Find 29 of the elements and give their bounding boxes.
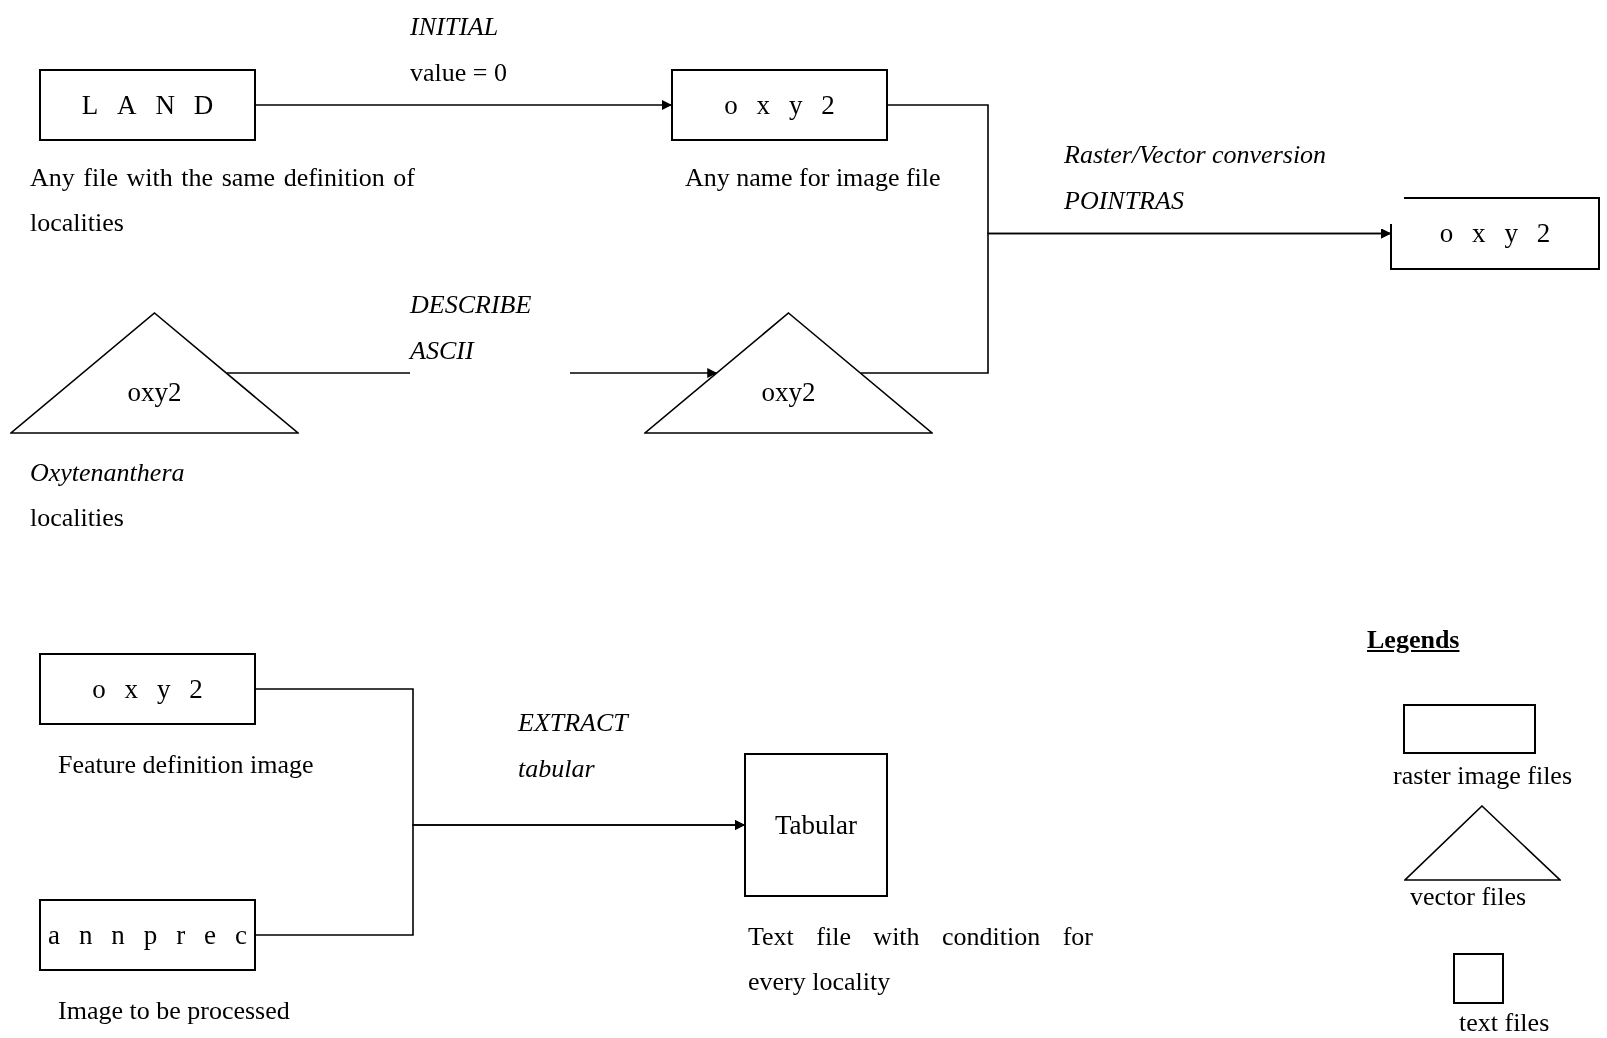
legend-title: Legends <box>1367 624 1460 656</box>
raster-file-box <box>671 69 888 141</box>
file-name: LAND <box>80 88 233 122</box>
legend-text: text files <box>1459 1007 1550 1038</box>
file-description: Any file with the same definition of localities <box>30 162 415 239</box>
file-description: Any name for image file <box>685 162 942 194</box>
arrow <box>859 228 1391 374</box>
text-file-box <box>744 753 888 897</box>
vector-file-triangle <box>644 312 933 434</box>
arrow <box>255 100 672 110</box>
file-description: Feature definition image <box>58 749 315 781</box>
file-name: Tabular <box>774 808 858 842</box>
raster-file-box <box>39 69 256 141</box>
file-description: Image to be processed <box>58 995 291 1027</box>
file-name: annprec <box>47 918 266 952</box>
vector-file-triangle <box>10 312 299 434</box>
file-name: oxy2 <box>1438 217 1570 251</box>
raster-file-box <box>39 653 256 725</box>
file-name: oxy2 <box>91 672 222 706</box>
file-name: oxy2 <box>723 88 854 122</box>
file-description: Oxytenanthera localities <box>30 457 186 534</box>
file-name: oxy2 <box>127 375 182 409</box>
raster-file-box <box>39 899 256 971</box>
legend-text: raster image files <box>1393 760 1573 792</box>
file-description: Text file with condition for every locality <box>748 921 1093 998</box>
file-name: oxy2 <box>761 375 816 409</box>
legend-text: vector files <box>1410 881 1527 913</box>
raster-file-box <box>1390 197 1600 270</box>
arrow <box>255 820 745 936</box>
